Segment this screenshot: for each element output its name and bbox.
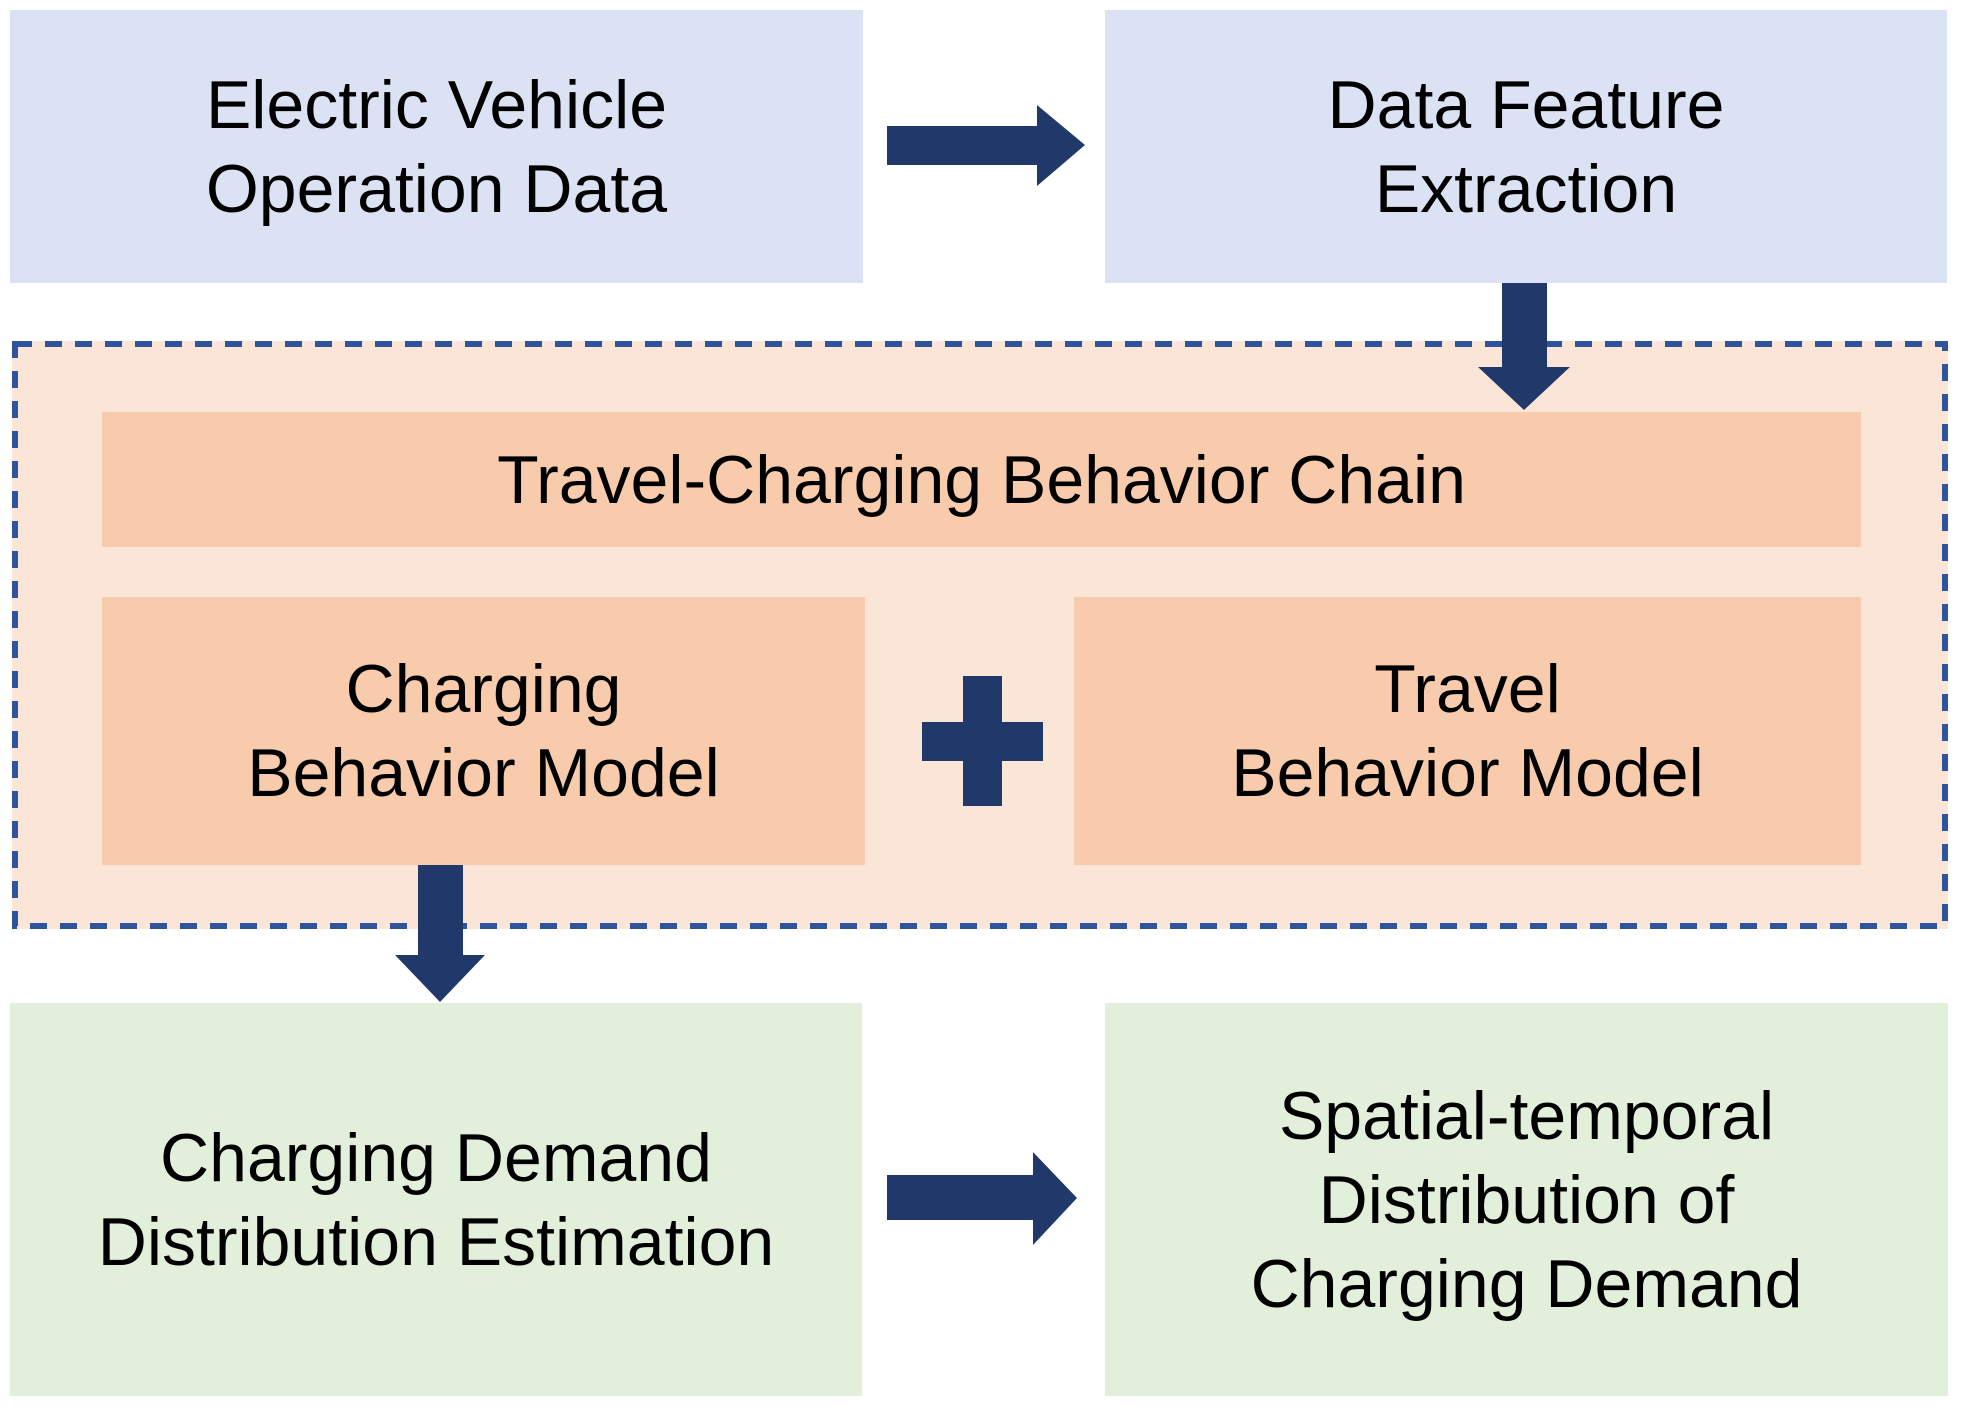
node-data-feature-extraction: Data Feature Extraction — [1105, 10, 1947, 283]
node-travel-behavior-model-label: Travel Behavior Model — [1231, 651, 1704, 811]
node-travel-charging-behavior-chain-label: Travel-Charging Behavior Chain — [497, 441, 1466, 518]
node-data-feature-extraction-label: Data Feature Extraction — [1327, 66, 1725, 227]
flow-arrow-right-icon-top — [887, 105, 1085, 186]
node-spatial-temporal-distribution-label: Spatial-temporal Distribution of Chargin… — [1250, 1077, 1803, 1322]
node-travel-behavior-model: Travel Behavior Model — [1074, 597, 1861, 865]
node-ev-operation-data-label: Electric Vehicle Operation Data — [205, 66, 668, 227]
flow-arrow-right-icon-bottom — [887, 1152, 1077, 1245]
node-charging-behavior-model-label: Charging Behavior Model — [247, 651, 720, 811]
node-ev-operation-data: Electric Vehicle Operation Data — [10, 10, 863, 283]
node-travel-charging-behavior-chain: Travel-Charging Behavior Chain — [102, 412, 1861, 547]
node-charging-demand-distribution-estimation-label: Charging Demand Distribution Estimation — [97, 1119, 775, 1280]
node-charging-behavior-model: Charging Behavior Model — [102, 597, 865, 865]
node-charging-demand-distribution-estimation: Charging Demand Distribution Estimation — [10, 1003, 862, 1396]
node-spatial-temporal-distribution: Spatial-temporal Distribution of Chargin… — [1105, 1003, 1948, 1396]
